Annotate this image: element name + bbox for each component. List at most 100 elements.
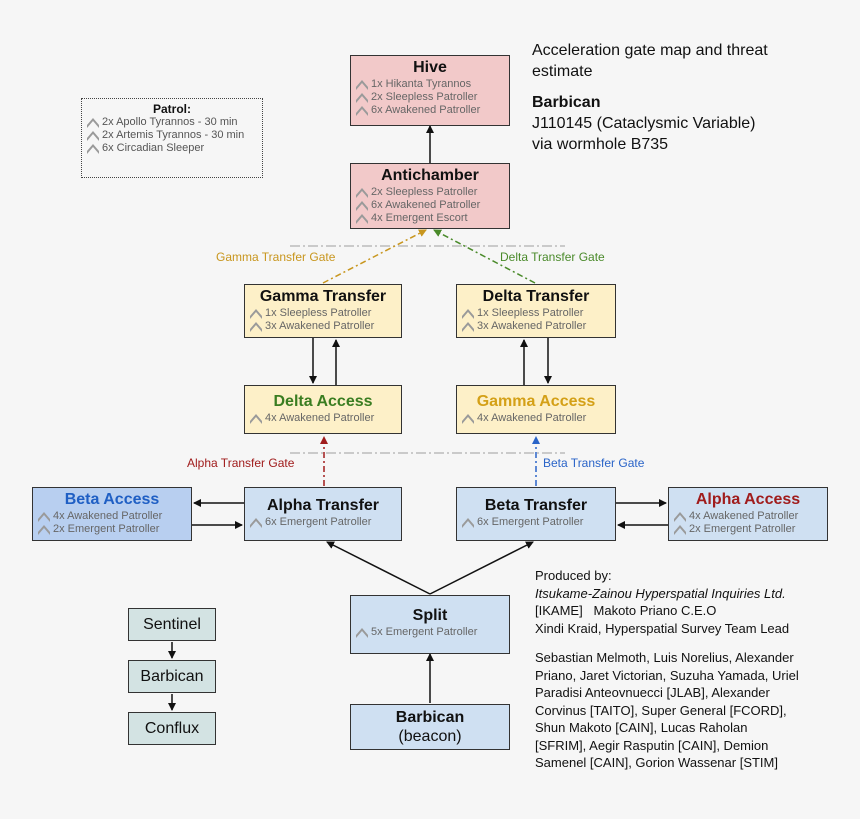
chevron-rank-icon (461, 413, 475, 425)
node-row: 4x Awakened Patroller (689, 510, 799, 522)
node-row: 4x Awakened Patroller (265, 412, 375, 424)
system-detail: J110145 (Cataclysmic Variable) (532, 115, 756, 132)
node-row: 2x Sleepless Patroller (371, 91, 478, 103)
patrol-row: 2x Apollo Tyrannos - 30 min (102, 116, 238, 128)
credits-produced-by: Produced by: (535, 568, 612, 583)
credits-team-line: Samenel [CAIN], Gorion Wassenar [STIM] (535, 755, 778, 770)
node-subtitle: (beacon) (398, 728, 462, 745)
node-title: Delta Transfer (482, 288, 590, 305)
title-line-1: Acceleration gate map and threat (532, 42, 768, 59)
chevron-rank-icon (249, 517, 263, 529)
chevron-rank-icon (249, 308, 263, 320)
patrol-box: Patrol: 2x Apollo Tyrannos - 30 min 2x A… (81, 98, 263, 178)
chevron-rank-icon (461, 321, 475, 333)
node-row: 4x Awakened Patroller (477, 412, 587, 424)
node-row: 1x Sleepless Patroller (477, 307, 584, 319)
gate-label-delta: Delta Transfer Gate (500, 250, 605, 264)
credits-lead: Xindi Kraid, Hyperspatial Survey Team Le… (535, 620, 790, 636)
credits-team-line: [SFRIM], Aegir Rasputin [CAIN], Demion (535, 737, 769, 753)
node-gamma-transfer: Gamma Transfer 1x Sleepless Patroller 3x… (244, 284, 402, 338)
chevron-rank-icon (673, 524, 687, 536)
legend-barbican: Barbican (128, 660, 216, 693)
node-row: 6x Awakened Patroller (371, 104, 481, 116)
node-row: 4x Awakened Patroller (53, 510, 163, 522)
credits-team-line: Paradisi Anteovnuecci [JLAB], Alexander (535, 685, 770, 700)
chevron-rank-icon (461, 517, 475, 529)
node-title: Delta Access (273, 393, 373, 410)
node-row: 2x Sleepless Patroller (371, 186, 478, 198)
chevron-rank-icon (355, 92, 369, 104)
node-row: 5x Emergent Patroller (371, 626, 478, 638)
node-title: Beta Transfer (484, 497, 588, 514)
node-title: Hive (413, 59, 447, 76)
node-title: Alpha Transfer (266, 497, 380, 514)
node-row: 3x Awakened Patroller (477, 320, 587, 332)
node-row: 6x Emergent Patroller (265, 516, 372, 528)
credits-team-line: Corvinus [TAITO], Super General [FCORD], (535, 702, 787, 718)
credits-team-line: Shun Makoto [CAIN], Lucas Raholan (535, 720, 748, 735)
node-antichamber: Antichamber 2x Sleepless Patroller 6x Aw… (350, 163, 510, 229)
node-split: Split 5x Emergent Patroller (350, 595, 510, 654)
gate-label-beta: Beta Transfer Gate (543, 456, 645, 470)
patrol-row: 6x Circadian Sleeper (102, 142, 205, 154)
credits-company: Itsukame-Zainou Hyperspatial Inquiries L… (535, 585, 786, 601)
chevron-rank-icon (673, 511, 687, 523)
node-delta-access: Delta Access 4x Awakened Patroller (244, 385, 402, 434)
gate-gamma-line (322, 229, 427, 284)
node-alpha-transfer: Alpha Transfer 6x Emergent Patroller (244, 487, 402, 541)
node-title: Antichamber (381, 167, 479, 184)
patrol-row: 2x Artemis Tyrannos - 30 min (102, 129, 245, 141)
legend-sentinel: Sentinel (128, 608, 216, 641)
node-row: 6x Emergent Patroller (477, 516, 584, 528)
node-barbican-beacon: Barbican (beacon) (350, 704, 510, 750)
gate-delta-line (433, 229, 536, 284)
node-title: Gamma Access (476, 393, 596, 410)
system-via: via wormhole B735 (532, 136, 669, 153)
chevron-rank-icon (355, 187, 369, 199)
map-title: Acceleration gate map and threat estimat… (532, 40, 768, 155)
node-alpha-access: Alpha Access 4x Awakened Patroller 2x Em… (668, 487, 828, 541)
gate-label-gamma: Gamma Transfer Gate (216, 250, 336, 264)
node-delta-transfer: Delta Transfer 1x Sleepless Patroller 3x… (456, 284, 616, 338)
node-gamma-access: Gamma Access 4x Awakened Patroller (456, 385, 616, 434)
chevron-rank-icon (355, 213, 369, 225)
legend-conflux: Conflux (128, 712, 216, 745)
chevron-rank-icon (355, 627, 369, 639)
chevron-rank-icon (37, 511, 51, 523)
node-row: 1x Sleepless Patroller (265, 307, 372, 319)
node-beta-transfer: Beta Transfer 6x Emergent Patroller (456, 487, 616, 541)
system-name: Barbican (532, 94, 601, 111)
chevron-rank-icon (86, 117, 100, 129)
credits-team-line: Sebastian Melmoth, Luis Norelius, Alexan… (535, 650, 794, 665)
node-row: 6x Awakened Patroller (371, 199, 481, 211)
credits-ceo: [IKAME] Makoto Priano C.E.O (535, 603, 717, 618)
node-row: 2x Emergent Patroller (689, 523, 796, 535)
title-line-2: estimate (532, 63, 593, 80)
chevron-rank-icon (461, 308, 475, 320)
arrow-split-alpha (326, 541, 431, 595)
arrow-split-beta (429, 541, 534, 595)
credits-team-line: Priano, Jaret Victorian, Suzuha Yamada, … (535, 667, 799, 683)
node-title: Beta Access (64, 491, 160, 508)
node-title: Alpha Access (695, 491, 801, 508)
node-beta-access: Beta Access 4x Awakened Patroller 2x Eme… (32, 487, 192, 541)
chevron-rank-icon (355, 79, 369, 91)
node-title: Gamma Transfer (259, 288, 387, 305)
node-row: 1x Hikanta Tyrannos (371, 78, 472, 90)
credits: Produced by: Itsukame-Zainou Hyperspatia… (535, 567, 835, 772)
node-title: Barbican (395, 709, 465, 726)
chevron-rank-icon (37, 524, 51, 536)
chevron-rank-icon (249, 321, 263, 333)
chevron-rank-icon (86, 143, 100, 155)
chevron-rank-icon (355, 105, 369, 117)
patrol-title: Patrol: (152, 102, 191, 116)
node-row: 2x Emergent Patroller (53, 523, 160, 535)
chevron-rank-icon (249, 413, 263, 425)
node-row: 4x Emergent Escort (371, 212, 468, 224)
node-title: Split (412, 607, 448, 624)
node-row: 3x Awakened Patroller (265, 320, 375, 332)
node-hive: Hive 1x Hikanta Tyrannos 2x Sleepless Pa… (350, 55, 510, 126)
gate-label-alpha: Alpha Transfer Gate (187, 456, 295, 470)
chevron-rank-icon (355, 200, 369, 212)
